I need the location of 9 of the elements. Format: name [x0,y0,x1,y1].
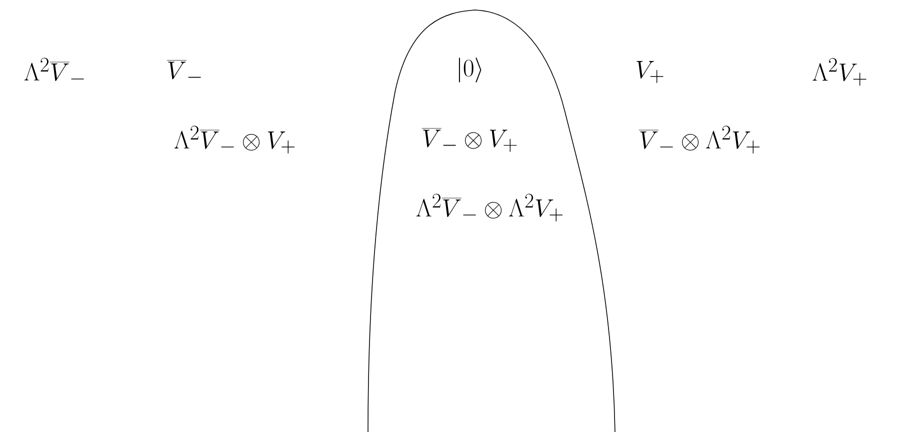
math-expression: $|0\rangle$ [458,58,482,82]
math-expression: $\Lambda^2 \overline{V}_- \otimes V_+$ [174,126,295,154]
math-expression: $\overline{V}_- \otimes \Lambda^2 V_+$ [638,126,760,154]
math-expression: $\overline{V}_- \otimes V_+$ [422,128,517,152]
math-expression: $\overline{V}_-$ [166,60,201,80]
math-expression: $\Lambda^2 \overline{V}_- \otimes \Lambda^2 V_+$ [416,194,563,222]
math-expression: $\Lambda^2 \overline{V}_-$ [24,58,84,81]
math-expression: $V_+$ [636,61,664,84]
math-expression: $\Lambda^2 V_+$ [812,58,866,86]
